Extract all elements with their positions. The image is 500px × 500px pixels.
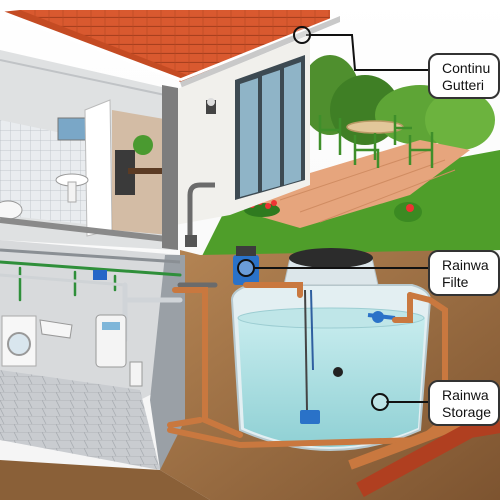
upper-floor xyxy=(0,50,176,250)
callout-filter: Rainwa Filte xyxy=(428,250,500,296)
bathroom-window xyxy=(57,117,89,141)
control-panel xyxy=(93,270,107,280)
sink-icon xyxy=(39,319,73,339)
patio-furniture xyxy=(318,115,434,168)
callout-leaders xyxy=(254,34,430,403)
callout-storage-line2: Storage xyxy=(442,404,492,420)
washing-machine-icon xyxy=(1,315,37,367)
bathtub xyxy=(0,200,23,220)
callout-filter-line1: Rainwa xyxy=(442,257,489,273)
drain-pipes xyxy=(167,282,448,449)
continuous-guttering xyxy=(180,16,340,88)
bathroom-door xyxy=(84,99,113,237)
float-switch xyxy=(333,367,343,377)
callout-guttering-line2: Gutteri xyxy=(442,77,485,93)
callout-guttering-line1: Continu xyxy=(442,60,491,76)
garden-plant xyxy=(394,202,422,222)
callout-storage-line1: Rainwa xyxy=(442,387,489,403)
patio xyxy=(255,140,470,228)
marker-circle-icon xyxy=(371,393,389,411)
outdoor-standpipe xyxy=(187,182,215,240)
marker-circle-icon xyxy=(293,26,311,44)
rainwater-storage-tank xyxy=(230,248,432,451)
patio-doors xyxy=(235,55,305,200)
house-plant xyxy=(133,135,153,155)
sewer-pipe xyxy=(356,417,500,498)
marker-circle-icon xyxy=(237,259,255,277)
callout-guttering: Continu Gutteri xyxy=(428,53,500,99)
roof xyxy=(0,10,336,82)
callout-filter-line2: Filte xyxy=(442,274,469,290)
boiler-icon xyxy=(95,314,127,368)
armchair xyxy=(115,150,135,195)
pump-icon xyxy=(300,410,320,424)
wall-lamp xyxy=(206,100,216,114)
tank-lid xyxy=(289,248,373,268)
callout-storage: Rainwa Storage xyxy=(428,380,500,426)
